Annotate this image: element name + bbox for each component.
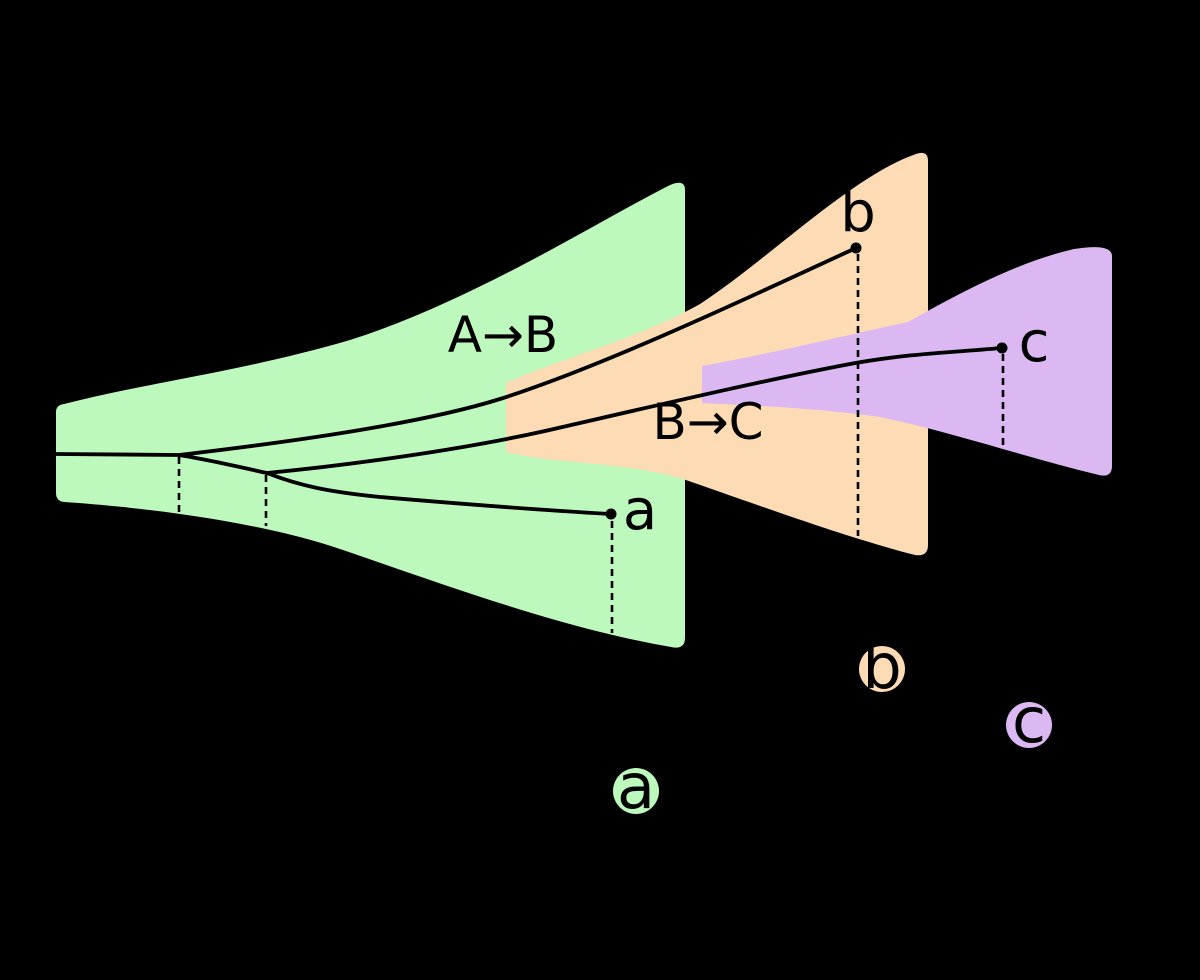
lineage-a-curve	[265, 471, 612, 516]
ancestral-lineage-line	[54, 452, 181, 457]
legend-circle-a	[613, 768, 659, 814]
legend-label-c: c	[1012, 684, 1046, 757]
sample-point-a-dot	[605, 508, 617, 520]
legend-circles: a b c	[613, 630, 1052, 823]
sample-point-dots	[605, 242, 1008, 520]
legend-label-a: a	[617, 750, 655, 823]
species-a-range-band	[56, 182, 685, 648]
branch-connector-line	[177, 453, 269, 475]
sample-point-b-dot	[850, 242, 862, 254]
sample-b-label: b	[840, 180, 876, 245]
sample-a-label: a	[623, 478, 657, 543]
sample-point-c-dot	[996, 342, 1008, 354]
transition-ab-label: A→B	[448, 306, 558, 364]
sample-c-label: c	[1019, 310, 1050, 375]
dashed-drop-lines	[177, 254, 1005, 633]
lineage-c-curve	[265, 346, 1003, 475]
species-b-range-band	[506, 152, 928, 556]
transition-bc-label: B→C	[652, 393, 763, 451]
lineage-b-curve	[177, 246, 858, 457]
legend-label-b: b	[862, 630, 901, 703]
legend-circle-c	[1006, 702, 1052, 748]
legend-circle-b	[859, 646, 905, 692]
lineage-lines	[54, 246, 1003, 516]
diagram-labels: A→B B→C a b c	[448, 180, 1050, 543]
species-c-range-band	[702, 247, 1112, 476]
